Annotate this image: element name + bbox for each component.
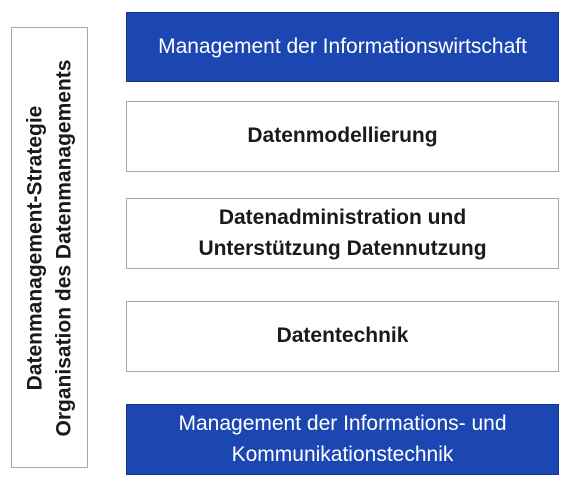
layer-label: Management der Informationswirtschaft bbox=[158, 34, 527, 58]
side-panel-line1: Datenmanagement-Strategie bbox=[23, 105, 47, 390]
layer-label-line1: Datenadministration und bbox=[218, 206, 467, 230]
layer-ict-management: Management der Informations- und Kommuni… bbox=[126, 404, 559, 475]
layer-data-administration: Datenadministration und Unterstützung Da… bbox=[126, 198, 559, 269]
layer-data-modeling: Datenmodellierung bbox=[126, 101, 559, 172]
layer-label: Datenmodellierung bbox=[247, 124, 438, 148]
layer-label-line2: Kommunikationstechnik bbox=[231, 442, 454, 466]
layer-label-line2: Unterstützung Datennutzung bbox=[198, 236, 487, 260]
strategy-side-panel: Datenmanagement-Strategie Organisation d… bbox=[11, 27, 88, 468]
layer-label-line1: Management der Informations- und bbox=[178, 412, 507, 436]
side-panel-line2: Organisation des Datenmanagements bbox=[52, 59, 76, 436]
side-panel-label: Datenmanagement-Strategie Organisation d… bbox=[20, 33, 79, 463]
layer-data-technology: Datentechnik bbox=[126, 301, 559, 372]
layer-label: Datentechnik bbox=[276, 324, 409, 348]
layer-information-management: Management der Informationswirtschaft bbox=[126, 12, 559, 82]
